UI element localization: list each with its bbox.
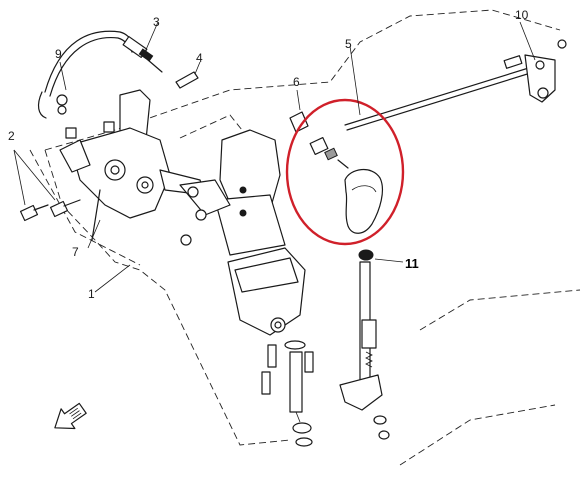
shift-rod (344, 21, 567, 131)
shift-lever (339, 249, 404, 440)
pin-4 (175, 61, 201, 89)
brake-cable (37, 21, 163, 119)
callout-labels: 1 2 3 4 5 6 7 9 10 11 (8, 8, 529, 301)
front-arrow-icon (54, 402, 87, 430)
master-cylinder (179, 129, 306, 336)
callout-2: 2 (8, 129, 15, 143)
callout-10: 10 (515, 8, 529, 22)
callout-7: 7 (72, 245, 79, 259)
callout-11: 11 (405, 256, 419, 271)
callout-4: 4 (196, 51, 203, 65)
bolts-left (13, 61, 115, 222)
gear-knob-assembly (289, 89, 384, 234)
lower-fittings (261, 340, 314, 447)
callout-3: 3 (153, 15, 160, 29)
callout-1: 1 (88, 287, 95, 301)
pedal-bracket (59, 89, 206, 241)
leader-lines (87, 45, 361, 293)
callout-9: 9 (55, 47, 62, 61)
callout-5: 5 (345, 37, 352, 51)
callout-6: 6 (293, 75, 300, 89)
highlight-circle (285, 98, 405, 246)
